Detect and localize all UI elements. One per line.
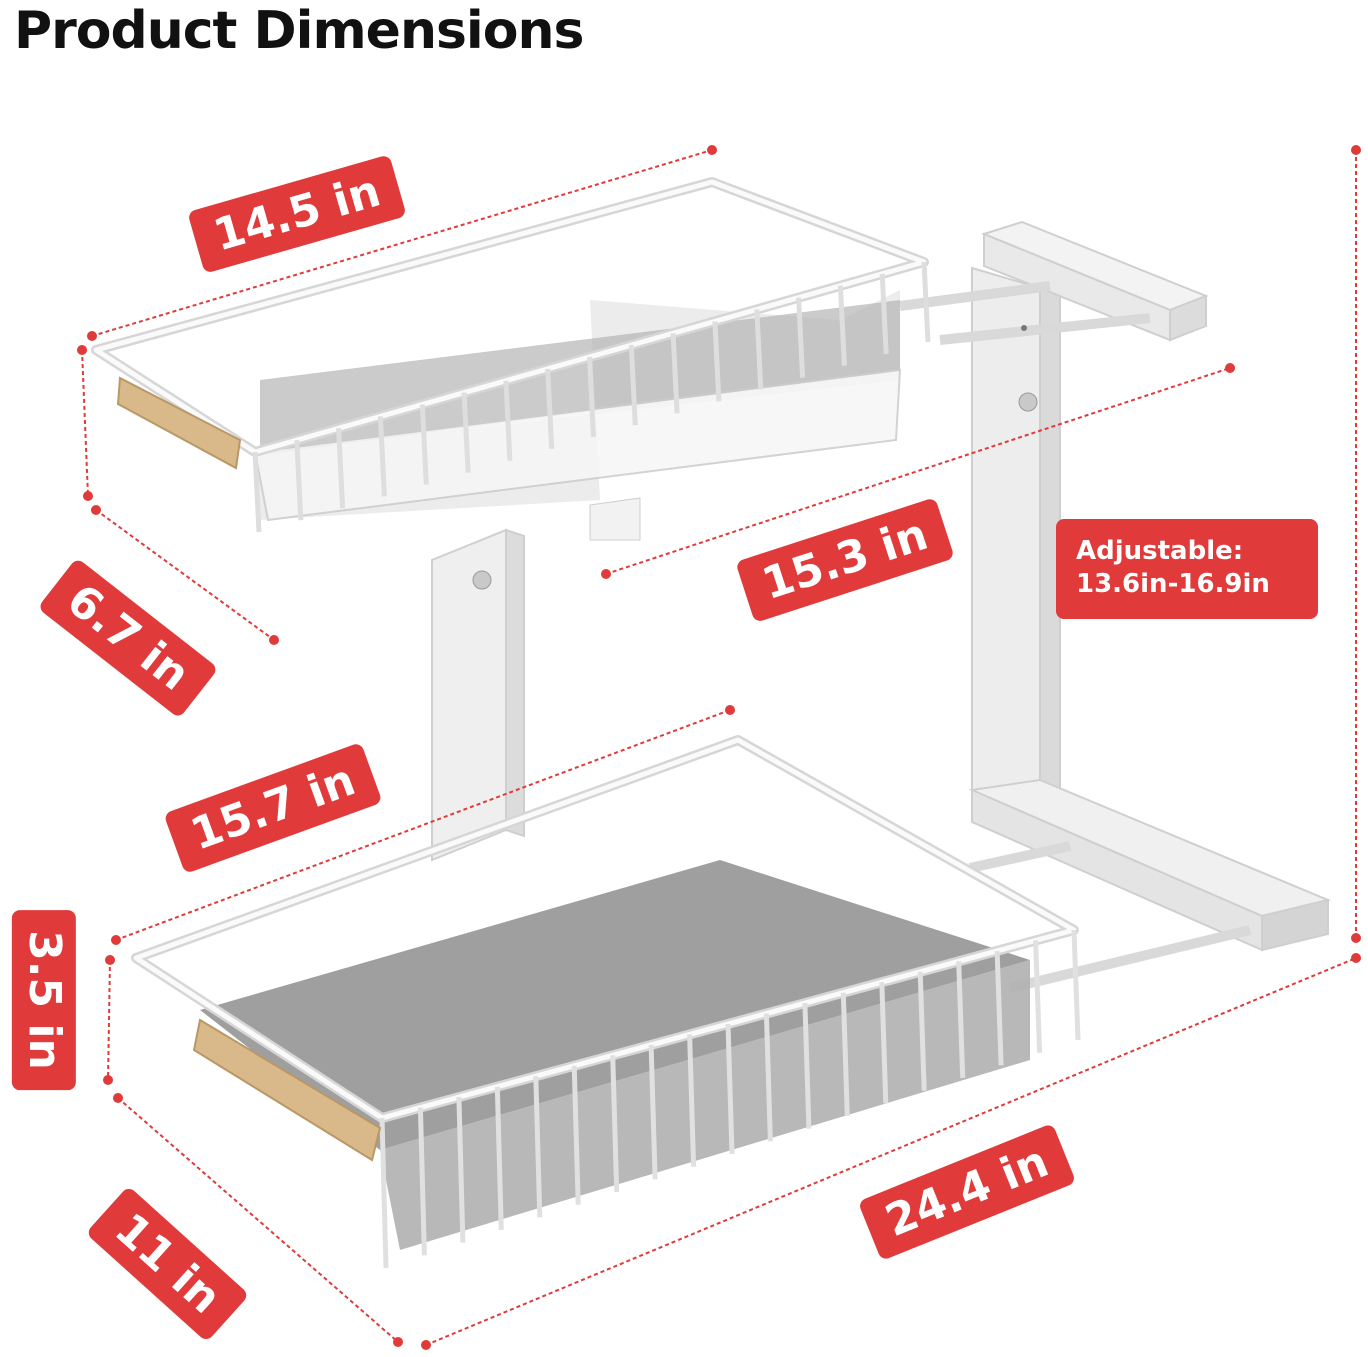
top-tray (260, 300, 900, 455)
rack-frame (431, 220, 1332, 993)
adjustable-range: 13.6in-16.9in (1076, 569, 1270, 599)
bottom-handle (192, 1018, 382, 1162)
bottom-tray (200, 860, 1030, 1150)
adjustable-label: Adjustable: (1076, 536, 1244, 566)
knob-icon (472, 325, 1038, 590)
top-basket (91, 177, 931, 541)
dimension-points (77, 145, 1361, 1350)
dimension-bottom-height: 3.5 in (11, 910, 76, 1090)
dimension-lines (81, 149, 1357, 1346)
top-handle (116, 376, 242, 470)
page-title: Product Dimensions (14, 1, 584, 61)
bottom-basket (131, 735, 1081, 1269)
adjustable-note: Adjustable: 13.6in-16.9in (1056, 519, 1318, 619)
